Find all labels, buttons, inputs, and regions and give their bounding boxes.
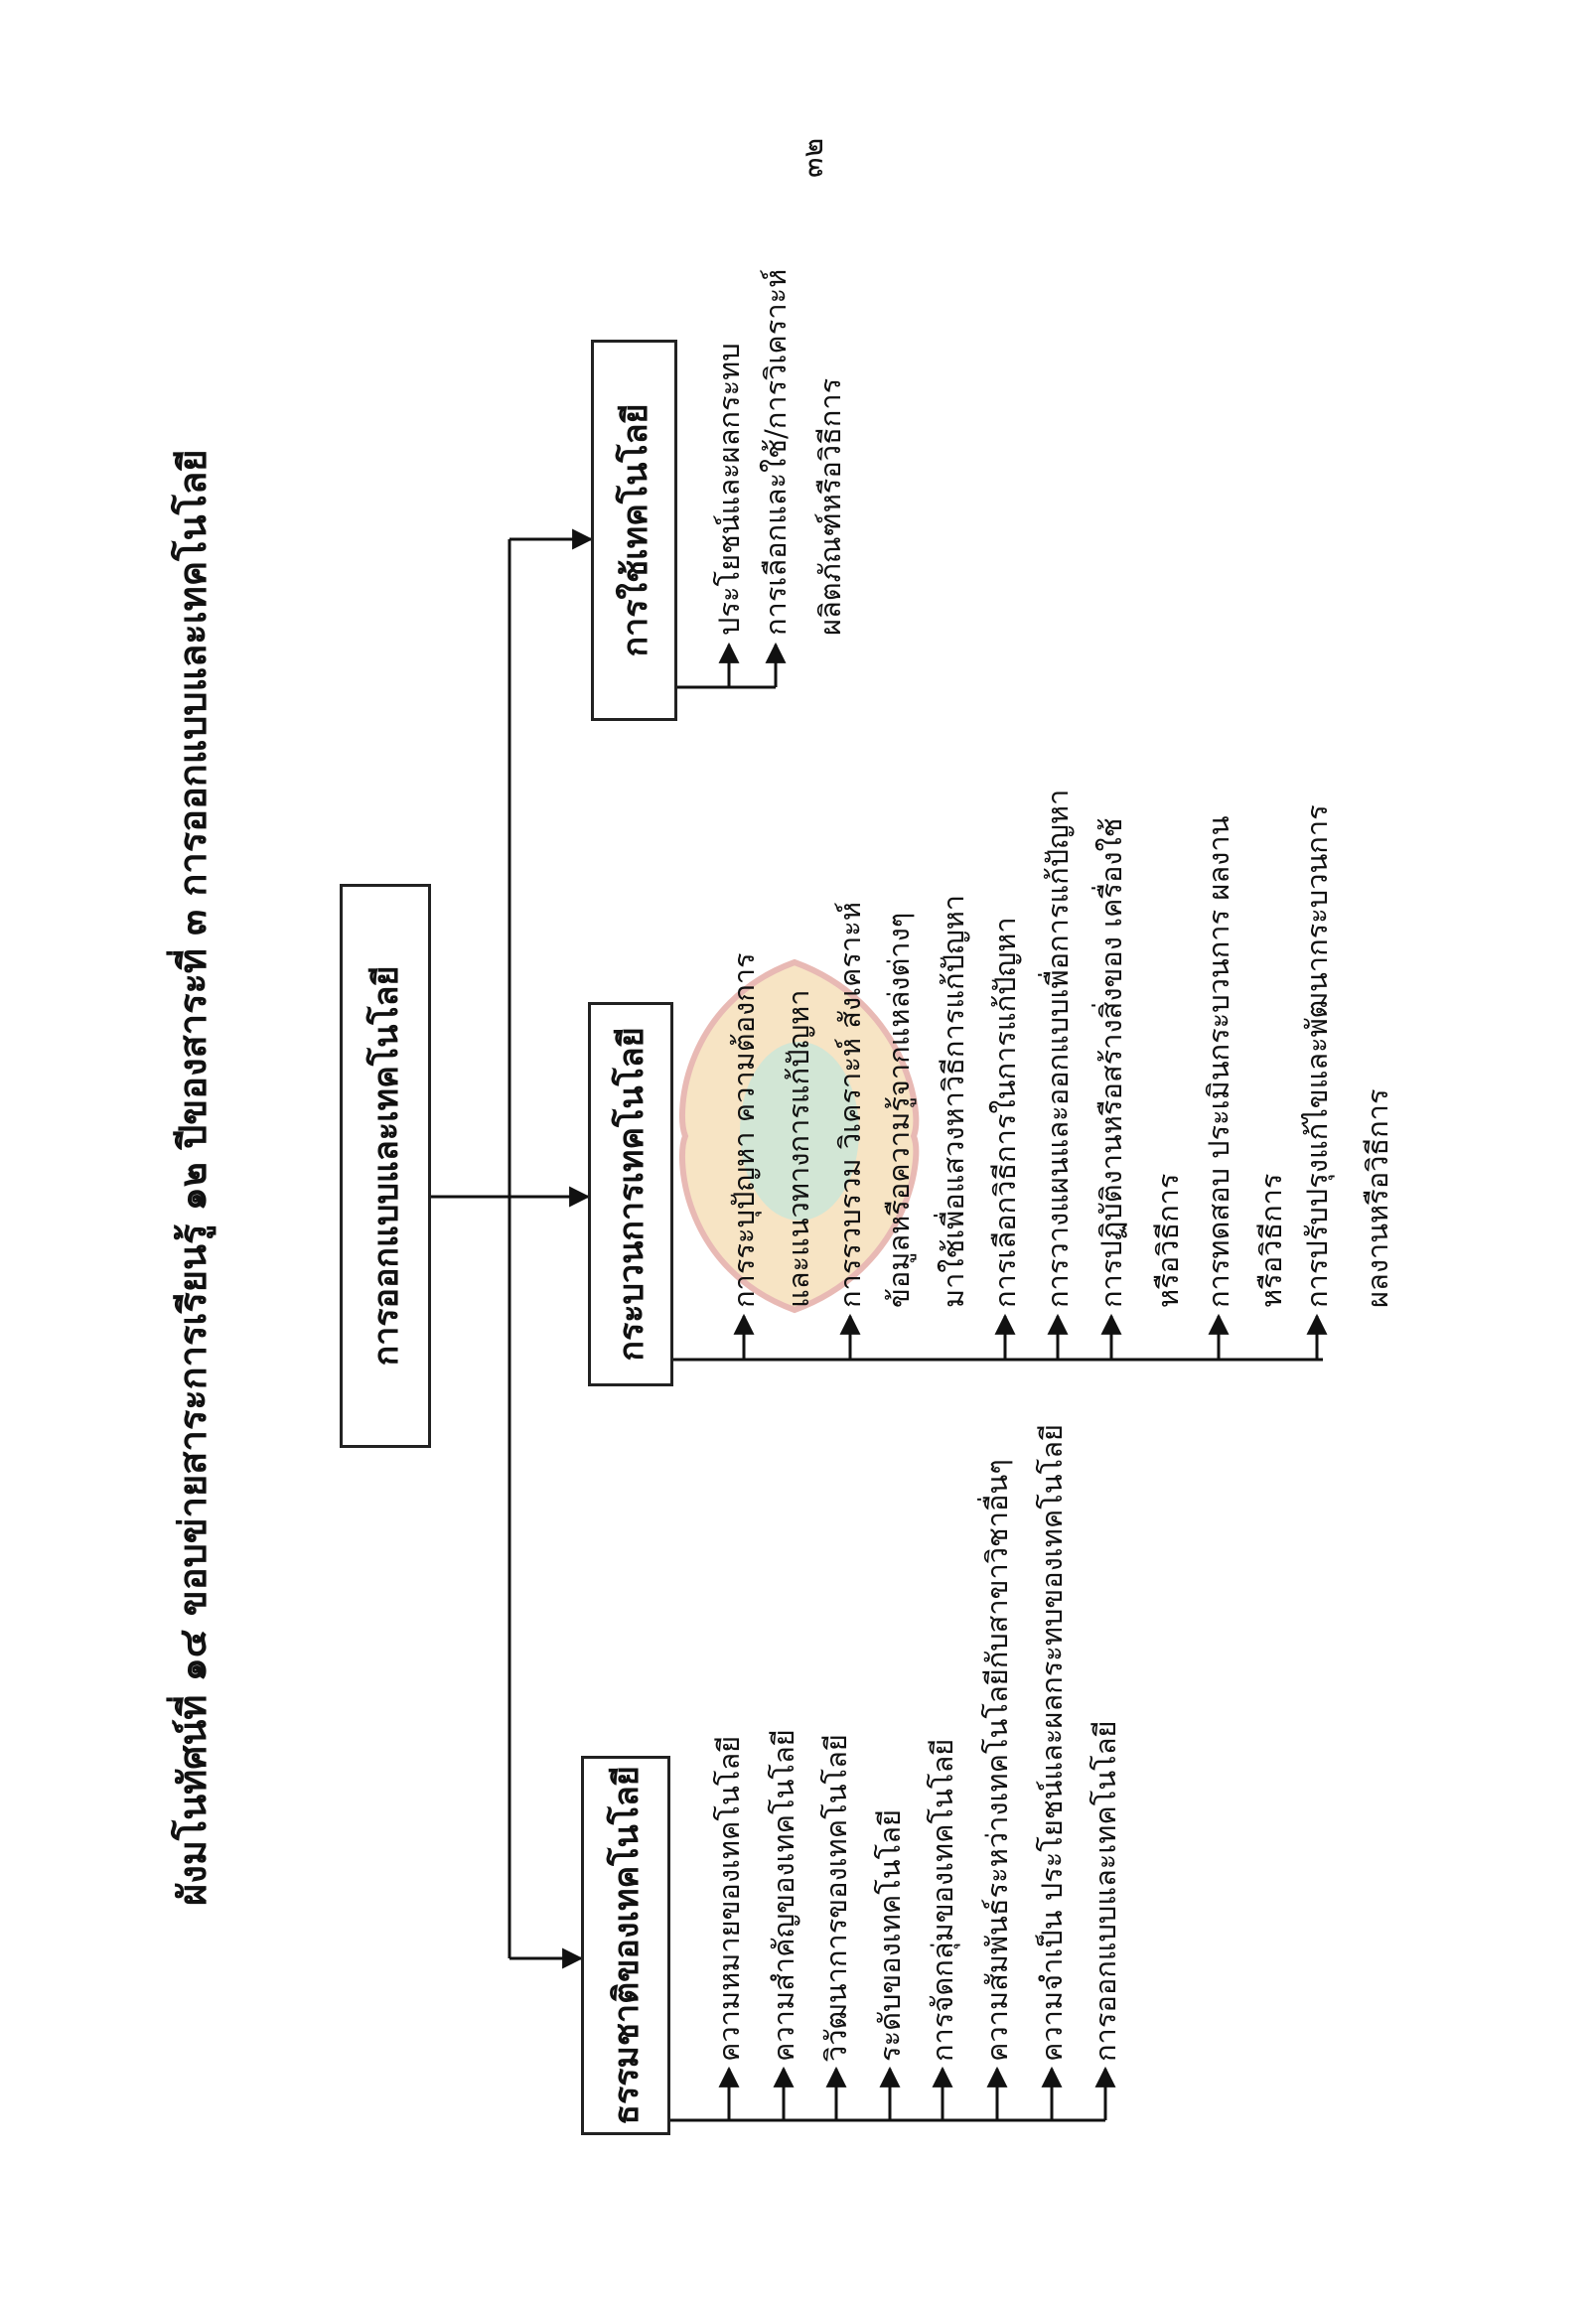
nature-item: ความหมายของเทคโนโลยี (712, 1735, 746, 2062)
process-line: การทดสอบ ประเมินกระบวนการ ผลงาน (1202, 815, 1235, 1308)
process-line: การวางแผนและออกแบบเพื่อการแก้ปัญหา (1041, 789, 1075, 1308)
watermark-shape (679, 958, 920, 1314)
process-line: การระบุปัญหา ความต้องการ (727, 952, 761, 1308)
nature-item: ระดับของเทคโนโลยี (873, 1809, 907, 2062)
process-line: การรวบรวม วิเคราะห์ สังเคราะห์ (833, 902, 867, 1308)
nature-item: วิวัฒนาการของเทคโนโลยี (819, 1734, 853, 2062)
branch-technology-process: กระบวนการเทคโนโลยี (588, 1002, 673, 1386)
process-line: การเลือกวิธีการในการแก้ปัญหา (988, 917, 1022, 1308)
process-line: หรือวิธีการ (1151, 1173, 1185, 1308)
process-line: ผลงานหรือวิธีการ (1361, 1088, 1394, 1308)
watermark-center (740, 1042, 859, 1221)
use-line: ผลิตภัณฑ์หรือวิธีการ (813, 377, 847, 636)
nature-item: การออกแบบและเทคโนโลยี (1088, 1720, 1122, 2062)
nature-item: ความจำเป็น ประโยชน์และผลกระทบของเทคโนโลย… (1035, 1424, 1069, 2062)
use-line: ประโยชน์และผลกระทบ (712, 343, 746, 636)
process-line: การปรับปรุงแก้ไขและพัฒนากระบวนการ (1300, 804, 1334, 1308)
watermark-emblem (679, 958, 920, 1314)
root-node: การออกแบบและเทคโนโลยี (340, 884, 431, 1448)
nature-item: ความสำคัญของเทคโนโลยี (767, 1729, 800, 2062)
branch-technology-use: การใช้เทคโนโลยี (591, 340, 677, 721)
process-line: หรือวิธีการ (1254, 1173, 1288, 1308)
process-line: การปฏิบัติงานหรือสร้างสิ่งของ เครื่องใช้ (1094, 817, 1128, 1308)
nature-item: การจัดกลุ่มของเทคโนโลยี (926, 1738, 959, 2062)
process-line: มาใช้เพื่อแสวงหาวิธีการแก้ปัญหา (937, 894, 970, 1308)
page-number: ๓๒ (796, 137, 830, 178)
process-line: และแนวทางการแก้ปัญหา (782, 989, 815, 1308)
process-line: ข้อมูลหรือความรู้จากแหล่งต่างๆ (882, 912, 916, 1308)
nature-item: ความสัมพันธ์ระหว่างเทคโนโลยีกับสาขาวิชาอ… (980, 1459, 1014, 2062)
branch-nature-of-technology: ธรรมชาติของเทคโนโลยี (581, 1756, 670, 2135)
page-title: ผังมโนทัศน์ที่ ๑๔ ขอบข่ายสาระการเรียนรู้… (170, 449, 215, 1906)
use-line: การเลือกและใช้/การวิเคราะห์ (759, 268, 793, 636)
